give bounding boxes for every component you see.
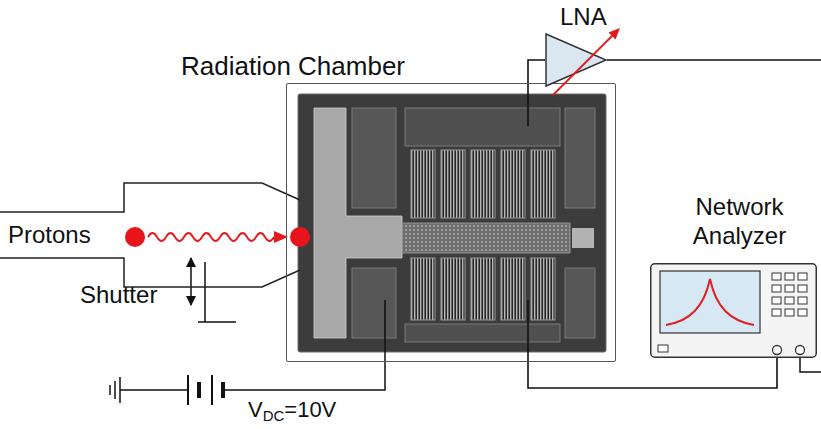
supply-wire	[120, 389, 187, 391]
supply-wire	[225, 300, 385, 390]
shutter-blade	[198, 321, 236, 323]
battery-symbol	[221, 382, 225, 398]
battery-symbol	[197, 382, 201, 398]
chip-pad	[565, 268, 595, 338]
comb-drive	[411, 150, 555, 320]
probe-wire	[527, 83, 529, 126]
variable-gain-arrowhead	[609, 28, 621, 40]
comb-finger-array	[531, 258, 555, 320]
radiation-chamber: Radiation Chamber	[286, 83, 616, 362]
instrument-button	[772, 273, 781, 280]
comb-finger-array	[441, 258, 465, 320]
instrument-button	[785, 285, 794, 292]
instrument-button	[798, 285, 807, 292]
instrument-button	[772, 285, 781, 292]
node-heading: Protons	[8, 221, 91, 250]
anchor-electrode	[314, 108, 402, 338]
resonator-beam	[402, 223, 570, 253]
proton-beam	[125, 227, 310, 247]
amplifier-symbol	[546, 34, 606, 86]
instrument-screen	[660, 271, 760, 333]
instrument-button	[798, 309, 807, 316]
ground-symbol	[109, 385, 111, 395]
comb-finger-array	[411, 150, 435, 218]
instrument-port	[796, 346, 805, 355]
variable-gain-arrow	[553, 35, 613, 95]
shutter-blade	[204, 262, 206, 322]
beam-wave	[148, 233, 274, 241]
comb-finger-array	[501, 150, 525, 218]
comb-finger-array	[471, 150, 495, 218]
sense-electrode	[405, 324, 560, 342]
ground-symbol	[114, 381, 116, 399]
signal-wire	[528, 358, 777, 388]
node-heading: Network Analyzer	[656, 193, 821, 251]
instrument-button	[785, 309, 794, 316]
power-switch	[658, 345, 668, 352]
proton-source: Protons	[0, 183, 300, 287]
comb-finger-array	[471, 258, 495, 320]
instrument-button	[772, 309, 781, 316]
instrument-button	[785, 297, 794, 304]
node-heading: LNA	[560, 3, 607, 32]
comb-finger-array	[411, 258, 435, 320]
triangle-outline	[545, 33, 607, 87]
drive-electrode	[405, 108, 560, 146]
signal-wire	[528, 60, 545, 83]
chip-pad	[352, 268, 396, 338]
probe-wire	[527, 300, 529, 362]
chip-pad	[352, 108, 396, 208]
instrument-button	[785, 273, 794, 280]
lna-output-wire	[607, 59, 821, 61]
supply-voltage-label: VDC=10V	[248, 397, 336, 425]
shutter	[191, 258, 236, 322]
node-heading: Radiation Chamber	[181, 51, 405, 82]
instrument-button	[798, 297, 807, 304]
network-analyzer: Network Analyzer	[650, 263, 817, 358]
chip-die	[298, 94, 606, 352]
comb-finger-array	[531, 150, 555, 218]
instrument-case	[651, 264, 817, 358]
shutter-motion-arrow	[190, 258, 192, 305]
instrument-port	[773, 346, 782, 355]
beam-anchor	[572, 228, 594, 248]
instrument-button	[772, 297, 781, 304]
instrument-button	[798, 273, 807, 280]
battery-symbol	[187, 375, 189, 405]
beam-tube-outline	[0, 183, 300, 287]
shutter-label: Shutter	[80, 281, 157, 310]
proton-particle	[125, 227, 145, 247]
analyzer-outline	[650, 263, 817, 358]
proton-particle	[290, 227, 310, 247]
lna-amplifier: LNA	[545, 33, 607, 87]
resonance-curve	[666, 279, 754, 325]
battery-symbol	[211, 375, 213, 405]
dc-supply	[110, 300, 385, 405]
mems-chip	[298, 83, 606, 362]
chip-pad	[565, 108, 595, 208]
comb-finger-array	[501, 258, 525, 320]
comb-finger-array	[441, 150, 465, 218]
